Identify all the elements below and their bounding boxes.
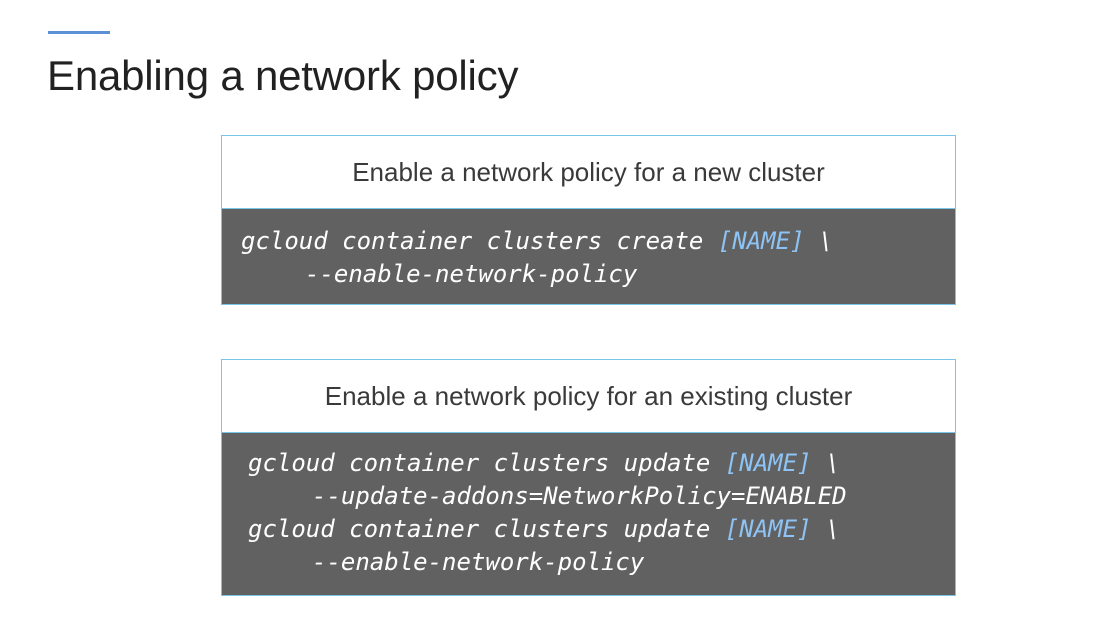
code-line: gcloud container clusters update [NAME] … bbox=[248, 447, 955, 480]
command-flag: --enable-network-policy bbox=[312, 548, 645, 576]
existing-cluster-code-block: gcloud container clusters update [NAME] … bbox=[222, 433, 955, 595]
command-text: gcloud container clusters update bbox=[248, 449, 725, 477]
line-continuation: \ bbox=[804, 227, 834, 255]
line-continuation: \ bbox=[811, 449, 841, 477]
name-placeholder: [NAME] bbox=[717, 227, 805, 255]
command-flag: --enable-network-policy bbox=[305, 260, 638, 288]
command-text: gcloud container clusters update bbox=[248, 515, 725, 543]
new-cluster-code-block: gcloud container clusters create [NAME] … bbox=[222, 209, 955, 304]
code-line: --enable-network-policy bbox=[241, 258, 955, 291]
existing-cluster-card: Enable a network policy for an existing … bbox=[221, 359, 956, 596]
slide-title: Enabling a network policy bbox=[47, 52, 519, 99]
code-line: gcloud container clusters create [NAME] … bbox=[241, 225, 955, 258]
code-line: gcloud container clusters update [NAME] … bbox=[248, 513, 955, 546]
code-line: --update-addons=NetworkPolicy=ENABLED bbox=[248, 480, 955, 513]
existing-cluster-card-header: Enable a network policy for an existing … bbox=[222, 360, 955, 433]
command-text: gcloud container clusters create bbox=[241, 227, 718, 255]
name-placeholder: [NAME] bbox=[724, 449, 812, 477]
title-accent-bar bbox=[48, 31, 110, 34]
command-flag: --update-addons=NetworkPolicy=ENABLED bbox=[312, 482, 847, 510]
line-continuation: \ bbox=[811, 515, 841, 543]
name-placeholder: [NAME] bbox=[724, 515, 812, 543]
new-cluster-card: Enable a network policy for a new cluste… bbox=[221, 135, 956, 305]
code-line: --enable-network-policy bbox=[248, 546, 955, 579]
new-cluster-card-header: Enable a network policy for a new cluste… bbox=[222, 136, 955, 209]
